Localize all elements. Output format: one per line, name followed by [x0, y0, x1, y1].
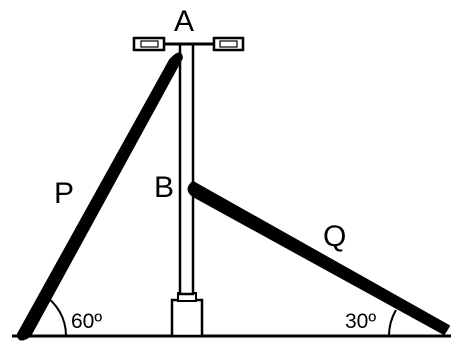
left-lamp-inner	[140, 40, 159, 48]
pole-base	[170, 298, 204, 338]
ladder-q	[187, 181, 450, 335]
label-a: A	[174, 5, 194, 38]
label-angle-60: 60º	[71, 310, 102, 333]
label-b: B	[154, 171, 174, 204]
left-angle-arc	[41, 293, 68, 337]
label-angle-30: 30º	[345, 310, 376, 333]
label-q: Q	[323, 220, 346, 253]
pole-shaft	[178, 42, 195, 296]
right-lamp-inner	[219, 40, 238, 48]
ladder-p	[17, 52, 183, 341]
right-angle-arc	[388, 309, 397, 337]
label-p: P	[54, 177, 74, 210]
